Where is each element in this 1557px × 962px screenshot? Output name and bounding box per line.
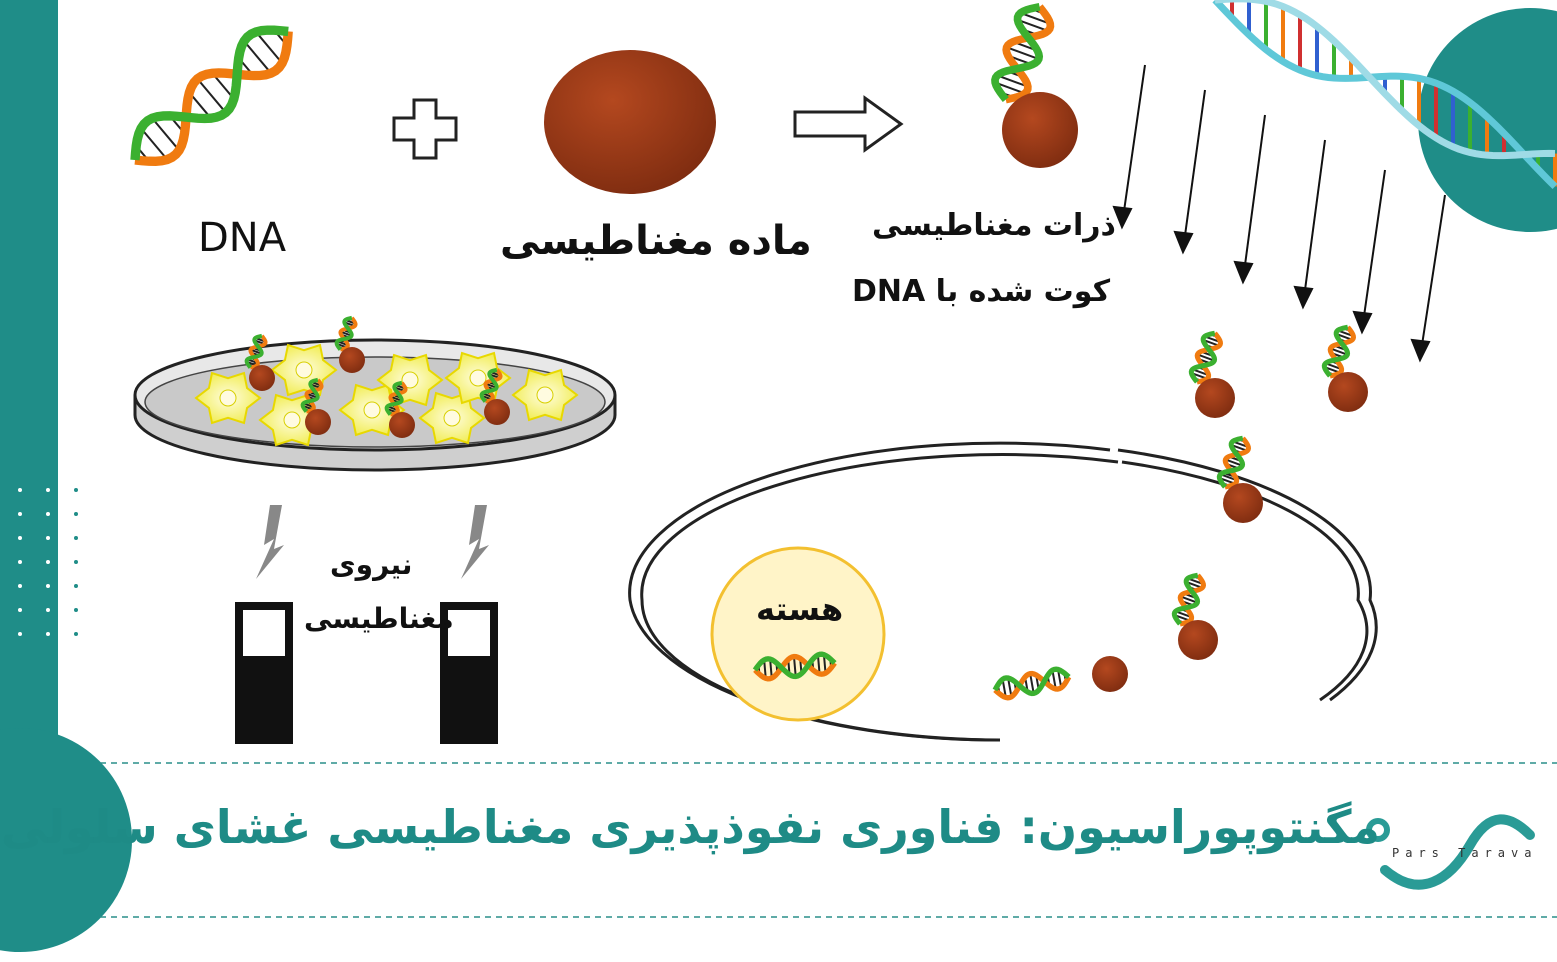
dna-strand xyxy=(479,367,503,404)
falling-arrows xyxy=(1112,64,1446,363)
force-bolt-icon-left xyxy=(256,505,284,579)
magnetic-material-sphere xyxy=(544,50,716,194)
dna-strand xyxy=(752,651,837,682)
dna-strand xyxy=(992,666,1072,701)
force-bolt-icon-right xyxy=(461,505,489,579)
dot-grid-decoration xyxy=(18,488,78,636)
dna-icon xyxy=(130,25,293,166)
dna-strand xyxy=(130,25,293,166)
dna-label: DNA xyxy=(198,215,287,261)
coated-particles-label-line2: کوت شده با DNA xyxy=(852,274,1111,309)
dna-coated-bead xyxy=(1216,435,1263,523)
right-arrow-icon xyxy=(793,95,904,153)
dna-strand xyxy=(1216,435,1251,490)
dna-strand xyxy=(300,377,324,414)
dna-coated-bead xyxy=(1321,324,1368,412)
arrow xyxy=(1302,139,1326,306)
arrow xyxy=(1242,114,1266,281)
magnetic-force-label-line2: مغناطیسی xyxy=(304,602,454,635)
cell xyxy=(338,383,406,437)
dna-strand xyxy=(384,380,408,417)
dna-strand xyxy=(1321,324,1356,379)
magnet-left xyxy=(235,602,293,744)
page-title: مگنتوپوراسیون: فناوری نفوذپذیری مغناطیسی… xyxy=(1,800,1380,854)
arrow xyxy=(1121,64,1146,226)
arrow xyxy=(1361,169,1386,331)
magnetic-material-label: ماده مغناطیسی xyxy=(500,218,812,264)
logo-text: Pars Tarava xyxy=(1392,846,1538,860)
dna-coated-bead xyxy=(244,333,275,391)
dna-strand xyxy=(244,333,268,370)
petri-dish xyxy=(133,315,617,472)
pars-tarava-logo xyxy=(1366,814,1535,890)
dna-strand xyxy=(991,2,1055,104)
plus-icon xyxy=(392,98,458,160)
magnetic-force-label-line1: نیروی xyxy=(330,548,413,581)
arrow xyxy=(1419,194,1446,359)
dna-coated-bead xyxy=(1171,572,1218,660)
dna-strand xyxy=(1188,330,1223,385)
nucleus-dna-icon xyxy=(752,651,837,682)
dna-coated-bead xyxy=(384,380,415,438)
coated-particle xyxy=(991,2,1078,168)
dna-helix-decoration xyxy=(1212,0,1557,189)
arrow xyxy=(1182,89,1206,251)
dna-coated-bead xyxy=(991,2,1078,168)
bottom-left-teal-circle xyxy=(0,728,132,952)
dna-coated-bead xyxy=(300,377,331,435)
bead xyxy=(1092,656,1128,692)
cell xyxy=(194,371,262,425)
nucleus-label: هسته xyxy=(756,590,844,628)
dna-coated-bead xyxy=(1188,330,1235,418)
dna-strand xyxy=(1171,572,1206,627)
magnet-right xyxy=(440,602,498,744)
left-teal-strip xyxy=(0,0,58,760)
nucleus xyxy=(710,546,886,722)
cell xyxy=(511,368,579,422)
dna-coated-bead xyxy=(479,367,510,425)
dna-coated-bead xyxy=(334,315,365,373)
coated-particles-label-line1: ذرات مغناطیسی xyxy=(872,208,1116,243)
dna-strand xyxy=(334,315,358,352)
